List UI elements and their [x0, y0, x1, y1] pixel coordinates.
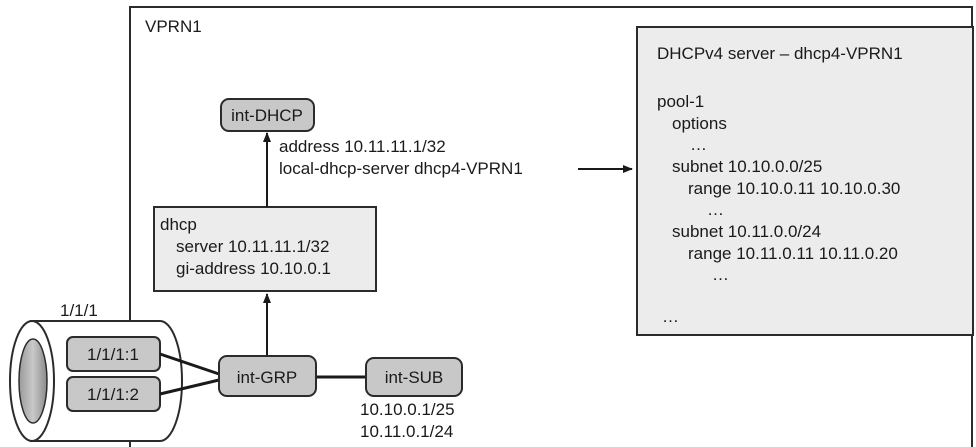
server-line: options — [672, 114, 727, 133]
int-sub-addr: 10.11.0.1/24 — [360, 422, 453, 441]
server-line: subnet 10.10.0.0/25 — [672, 157, 822, 176]
int-sub-addr: 10.10.0.1/25 — [360, 400, 455, 419]
int-grp-node — [218, 355, 317, 397]
int-sub-node — [365, 357, 463, 397]
server-line: … — [712, 265, 729, 284]
server-line: … — [662, 307, 679, 326]
sap-1-label: 1/1/1:1 — [87, 345, 139, 364]
server-line: subnet 10.11.0.0/24 — [672, 222, 821, 241]
dhcp-config-title: dhcp — [160, 215, 197, 234]
dhcp-config-line: server 10.11.11.1/32 — [176, 237, 329, 256]
server-line: range 10.10.0.11 10.10.0.30 — [688, 179, 900, 198]
dhcp-config-line: gi-address 10.10.0.1 — [176, 259, 331, 278]
dhcp-config-box — [153, 206, 377, 292]
link-sap1-int-grp — [159, 352, 220, 376]
dhcp-server-box — [636, 26, 974, 336]
server-line: pool-1 — [657, 92, 704, 111]
server-title: DHCPv4 server – dhcp4-VPRN1 — [657, 44, 903, 63]
link-sap2-int-grp — [159, 378, 220, 396]
int-dhcp-config-line: address 10.11.11.1/32 — [279, 137, 446, 156]
port-cylinder-core — [18, 338, 48, 424]
int-dhcp-label: int-DHCP — [231, 106, 303, 125]
port-label: 1/1/1 — [60, 301, 98, 320]
server-line: … — [690, 135, 707, 154]
vprn-label: VPRN1 — [145, 17, 202, 36]
server-line: range 10.11.0.11 10.11.0.20 — [688, 244, 898, 263]
sap-2-label: 1/1/1:2 — [87, 385, 139, 404]
int-grp-label: int-GRP — [237, 368, 297, 387]
server-line: … — [707, 200, 724, 219]
int-dhcp-node — [220, 98, 315, 132]
int-sub-label: int-SUB — [385, 368, 444, 387]
int-dhcp-config-line: local-dhcp-server dhcp4-VPRN1 — [279, 159, 523, 178]
